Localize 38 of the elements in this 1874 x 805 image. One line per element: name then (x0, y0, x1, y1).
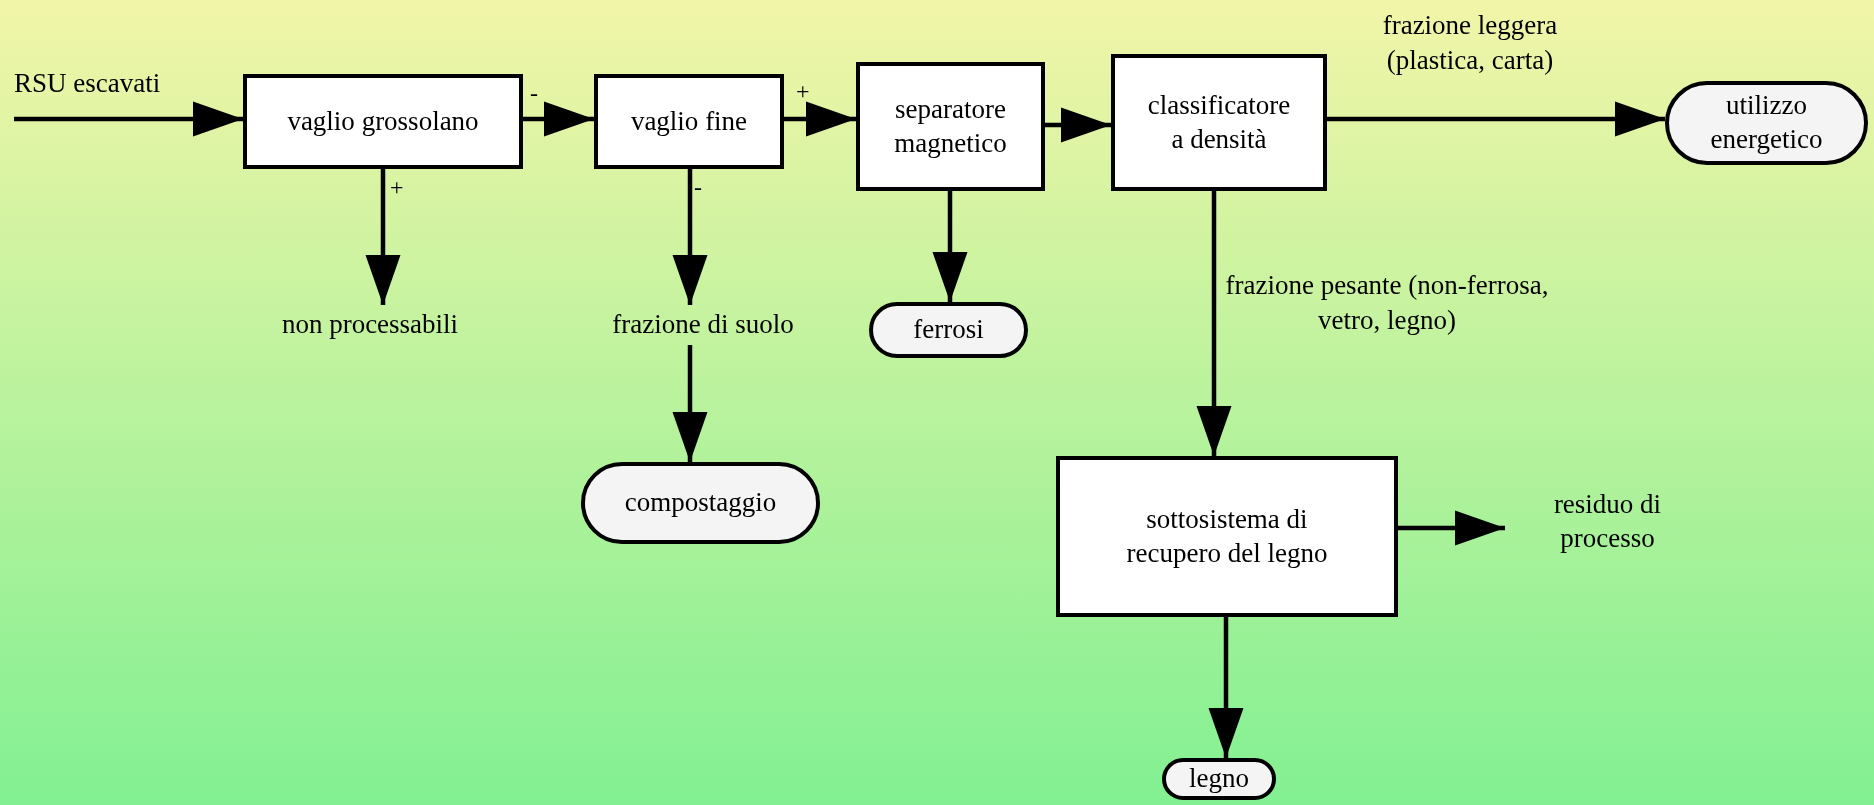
arrow (784, 101, 856, 137)
terminal-pill (869, 302, 1028, 358)
arrow (1196, 191, 1232, 456)
edge-label: frazione pesante (non-ferrosa, vetro, legno) (1224, 269, 1550, 338)
process-box (856, 62, 1045, 191)
output-label: frazione di suolo (575, 305, 831, 345)
process-box (1111, 54, 1327, 191)
arrow (1398, 510, 1505, 546)
process-box (594, 74, 784, 169)
arrow (14, 101, 243, 137)
arrow (1045, 107, 1111, 143)
edge-label: + (390, 173, 404, 202)
arrow (672, 345, 708, 462)
edge-label: frazione leggera (plastica, carta) (1381, 9, 1559, 78)
arrow (672, 169, 708, 305)
node-label: utilizzo energetico (1709, 89, 1824, 156)
output-label: non processabili (246, 305, 494, 345)
node-label: ferrosi (913, 313, 984, 347)
node-label: vaglio fine (630, 104, 748, 138)
node-label: sottosistema di recupero del legno (1125, 502, 1329, 570)
edge-label: - (530, 79, 538, 108)
edge-label: - (694, 173, 702, 202)
arrow (932, 191, 968, 302)
node-label: vaglio grossolano (287, 104, 479, 138)
process-box (243, 74, 523, 169)
edge-label: + (796, 77, 810, 106)
process-box (1056, 456, 1398, 617)
terminal-pill (1162, 758, 1276, 800)
node-label: separatore magnetico (893, 92, 1008, 160)
node-label: compostaggio (624, 486, 777, 520)
arrow (1327, 101, 1665, 137)
output-label: residuo di processo (1505, 484, 1710, 559)
node-label: classificatore a densità (1147, 88, 1291, 156)
arrow (1208, 617, 1244, 758)
arrow (365, 169, 401, 305)
node-label: legno (1189, 762, 1249, 796)
arrow (523, 101, 594, 137)
edge-label: RSU escavati (14, 67, 161, 100)
